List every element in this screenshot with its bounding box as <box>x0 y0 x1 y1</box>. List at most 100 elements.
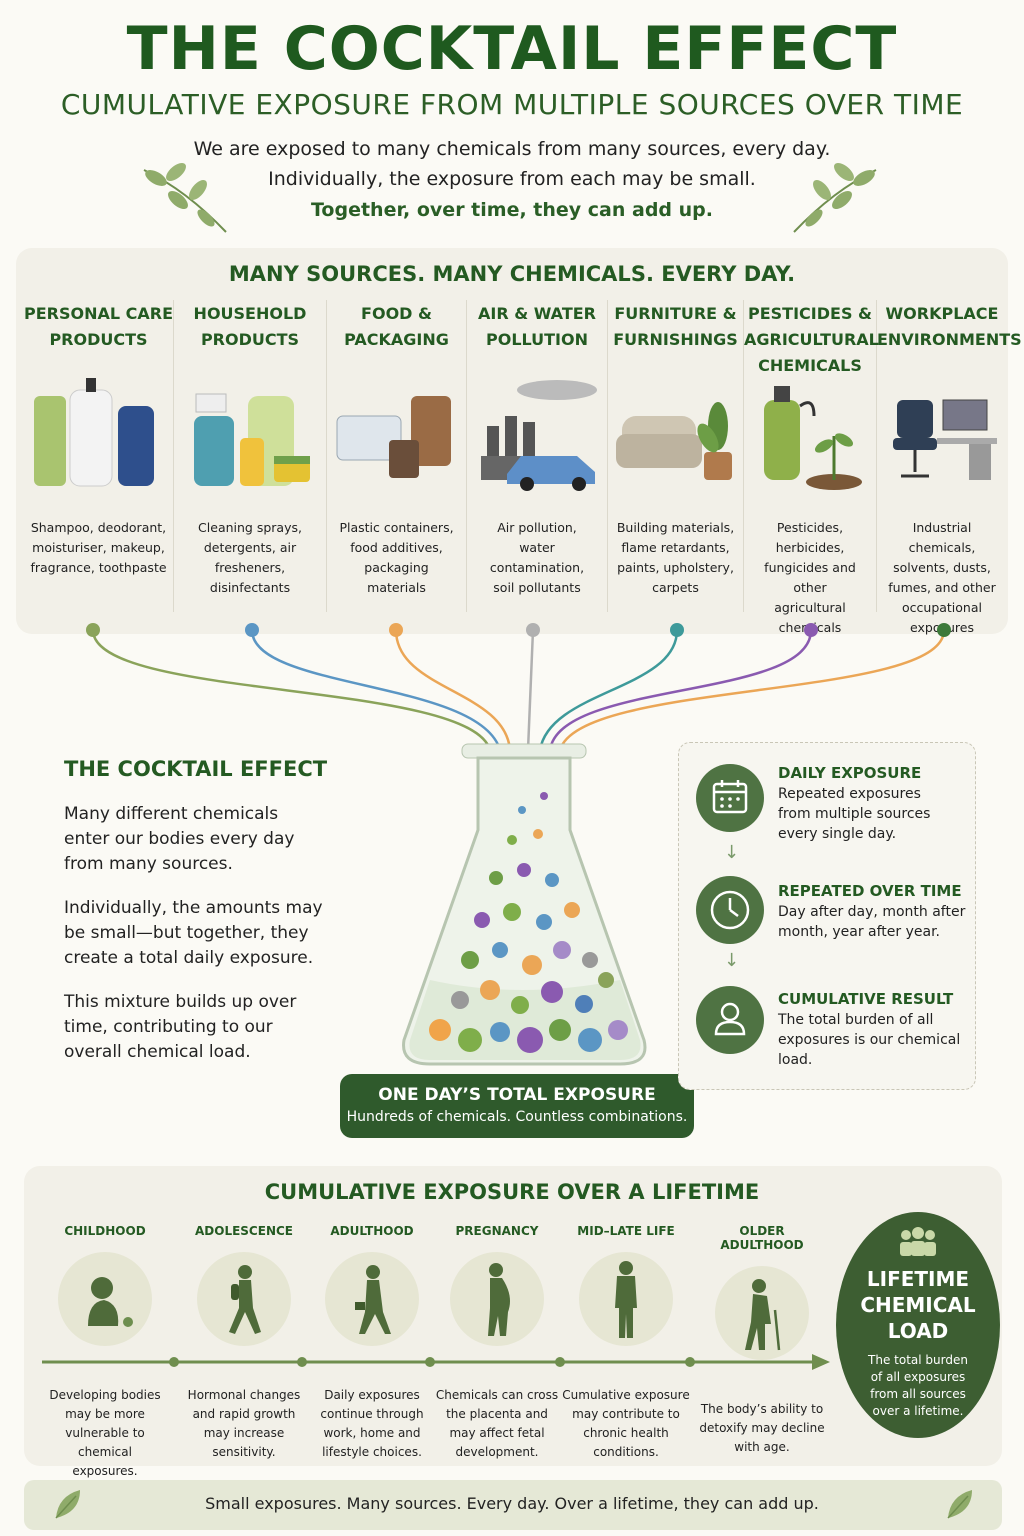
adult-silhouette-icon <box>325 1252 419 1346</box>
paragraph-line: be small—but together, they <box>64 923 309 943</box>
clock-icon <box>696 876 764 944</box>
stage-text-line: vulnerable to <box>65 1426 145 1440</box>
paragraph-line: create a total daily exposure. <box>64 948 314 968</box>
source-desc-line: fungicides and other <box>764 560 856 595</box>
stage-text-line: conditions. <box>593 1445 659 1459</box>
stage-text-line: development. <box>455 1445 539 1459</box>
load-title-line: CHEMICAL <box>860 1293 976 1317</box>
stage-label: CHILDHOOD <box>64 1224 146 1238</box>
baby-silhouette-icon <box>58 1252 152 1346</box>
intro-line-1: We are exposed to many chemicals from ma… <box>193 138 831 160</box>
stage-text-line: may contribute to <box>572 1407 680 1421</box>
source-title: WORKPLACE <box>885 304 999 323</box>
step-text-line: The total burden of all <box>778 1012 934 1028</box>
source-desc-line: fresheners, <box>214 560 286 575</box>
step-text-line: Day after day, month after <box>778 904 966 920</box>
source-desc-line: detergents, air <box>203 540 297 555</box>
sprayer-plant-icon <box>764 386 862 490</box>
load-text-line: The total burden <box>868 1353 968 1367</box>
person-icon <box>696 986 764 1054</box>
intro-line-2: Individually, the exposure from each may… <box>268 168 756 190</box>
load-title-line: LIFETIME <box>866 1267 970 1291</box>
stage-text-line: may affect fetal <box>449 1426 545 1440</box>
source-title: AGRICULTURAL <box>744 330 879 349</box>
source-desc-line: packaging <box>364 560 429 575</box>
stage-childhood: CHILDHOOD Developing bodies may be more … <box>44 1224 166 1481</box>
load-title-line: LOAD <box>887 1319 949 1343</box>
stage-text-line: detoxify may decline <box>699 1421 825 1435</box>
source-desc-line: Shampoo, deodorant, <box>30 520 167 535</box>
cocktail-paragraph-1: Many different chemicals enter our bodie… <box>64 802 294 877</box>
source-air-water: AIR & WATER POLLUTION Air pollution, wat… <box>467 300 608 612</box>
source-desc-line: flame retardants, <box>621 540 730 555</box>
stage-label: ADOLESCENCE <box>195 1224 293 1238</box>
stage-text-line: lifestyle choices. <box>322 1445 422 1459</box>
source-desc-line: moisturiser, makeup, <box>32 540 165 555</box>
load-text-line: over a lifetime. <box>872 1404 964 1418</box>
leaf-sprig-icon <box>793 163 877 233</box>
source-title: FURNISHINGS <box>613 330 738 349</box>
stage-text-line: with age. <box>734 1440 790 1454</box>
step-text-line: from multiple sources <box>778 806 931 822</box>
calendar-icon <box>696 764 764 832</box>
source-pesticides: PESTICIDES & AGRICULTURAL CHEMICALS Pest… <box>744 300 879 635</box>
pregnant-silhouette-icon <box>450 1252 544 1346</box>
source-desc-line: occupational <box>902 600 982 615</box>
source-desc-line: Cleaning sprays, <box>198 520 302 535</box>
leaf-sprig-icon <box>143 163 227 233</box>
step-title: REPEATED OVER TIME <box>778 882 962 900</box>
stage-text-line: Hormonal changes <box>187 1388 301 1402</box>
paragraph-line: overall chemical load. <box>64 1042 251 1062</box>
office-desk-icon <box>893 399 997 480</box>
paragraph-line: from many sources. <box>64 854 233 874</box>
factory-car-icon <box>481 380 597 491</box>
source-desc-line: Plastic containers, <box>339 520 454 535</box>
source-title: PESTICIDES & <box>748 304 872 323</box>
stage-text-line: and rapid growth <box>192 1407 296 1421</box>
footer-banner <box>24 1480 1002 1530</box>
source-title: AIR & WATER <box>478 304 596 323</box>
stage-text-line: may be more <box>65 1407 145 1421</box>
footer-text: Small exposures. Many sources. Every day… <box>205 1494 819 1513</box>
source-desc-line: solvents, dusts, <box>893 560 991 575</box>
stage-label: MID–LATE LIFE <box>577 1224 675 1238</box>
stage-mid-late-life: MID–LATE LIFE Cumulative exposure may co… <box>562 1224 690 1462</box>
load-text-line: of all exposures <box>870 1370 966 1384</box>
stage-text-line: Developing bodies <box>49 1388 161 1402</box>
stage-text-line: the placenta and <box>446 1407 548 1421</box>
source-title: PERSONAL CARE <box>24 304 174 323</box>
stage-text-line: work, home and <box>323 1426 421 1440</box>
teen-silhouette-icon <box>197 1252 291 1346</box>
step-text-line: exposures is our chemical <box>778 1032 961 1048</box>
source-title: HOUSEHOLD <box>193 304 307 323</box>
timeline-arrow <box>42 1354 830 1370</box>
step-cumulative-result: CUMULATIVE RESULT The total burden of al… <box>778 990 968 1070</box>
source-desc-line: Building materials, <box>616 520 735 535</box>
stage-older-adulthood: OLDER ADULTHOOD The body’s ability to de… <box>698 1224 826 1457</box>
page-title: THE COCKTAIL EFFECT <box>126 14 898 84</box>
group-people-icon <box>900 1227 936 1256</box>
stage-text-line: sensitivity. <box>212 1445 276 1459</box>
lifetime-load-badge: LIFETIME CHEMICAL LOAD The total burden … <box>836 1212 1000 1438</box>
step-text-line: month, year after year. <box>778 924 940 940</box>
source-title: PRODUCTS <box>49 330 148 349</box>
source-food-packaging: FOOD & PACKAGING Plastic containers, foo… <box>327 300 467 612</box>
leaf-icon <box>55 1490 80 1519</box>
stage-label: OLDER ADULTHOOD <box>720 1224 804 1252</box>
step-title: DAILY EXPOSURE <box>778 764 922 782</box>
step-text-line: every single day. <box>778 826 897 842</box>
page-subtitle: CUMULATIVE EXPOSURE FROM MULTIPLE SOURCE… <box>60 88 964 121</box>
flask-icon <box>402 743 647 1066</box>
paragraph-line: Individually, the amounts may <box>64 898 323 918</box>
source-furniture: FURNITURE & FURNISHINGS Building materia… <box>608 300 744 612</box>
stage-text-line: chemical exposures. <box>72 1445 138 1478</box>
personal-care-bottles-icon <box>34 378 154 487</box>
arrow-down-icon: ↓ <box>724 950 740 971</box>
source-personal-care: PERSONAL CARE PRODUCTS Shampoo, deodoran… <box>24 300 174 612</box>
badge-title: ONE DAY’S TOTAL EXPOSURE <box>378 1085 656 1105</box>
source-title: ENVIRONMENTS <box>877 330 1022 349</box>
man-silhouette-icon <box>579 1252 673 1346</box>
step-repeated-over-time: REPEATED OVER TIME Day after day, month … <box>778 882 968 942</box>
source-title: FOOD & <box>361 304 432 323</box>
source-desc-line: agricultural <box>774 600 846 615</box>
